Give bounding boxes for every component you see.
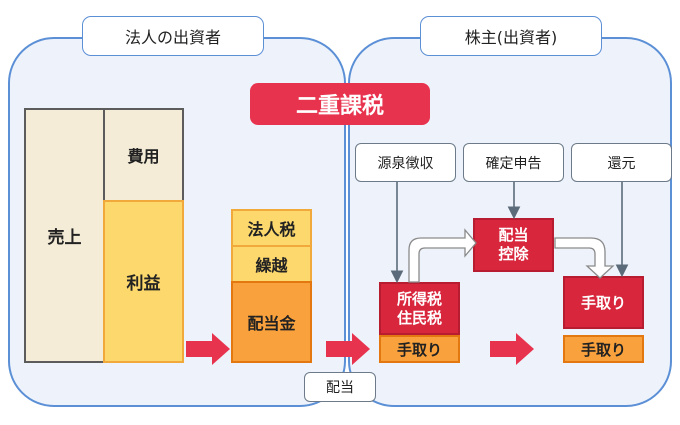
curved-arrow-to-deduction [408,228,477,283]
red-arrow-1 [186,333,230,365]
double-taxation-banner: 二重課税 [250,83,430,125]
shareholder-title: 株主(出資者) [420,16,602,56]
income-residence-tax-box: 所得税 住民税 [379,282,460,335]
residence-tax-line: 住民税 [396,308,442,327]
corporate-investor-title: 法人の出資者 [82,16,264,56]
income-tax-line: 所得税 [396,289,442,308]
take-home-box-2: 手取り [563,276,644,329]
profit-box: 利益 [103,200,184,363]
withholding-label: 源泉徴収 [355,143,456,182]
refund-label: 還元 [571,143,672,182]
red-arrow-2 [326,333,370,365]
dividend-deduction-line-1: 配当 [498,226,529,245]
curved-arrow-to-take-home [554,237,615,279]
tax-return-label: 確定申告 [463,143,564,182]
dividend-deduction-line-2: 控除 [498,245,529,263]
dividend-amount-box: 配当金 [231,281,312,363]
take-home-box-1: 手取り [379,335,460,363]
red-arrow-3 [490,333,534,365]
dividend-tag: 配当 [304,372,376,402]
carryover-box: 繰越 [231,245,312,283]
dividend-deduction-box: 配当 控除 [473,218,554,272]
take-home-box-3: 手取り [563,335,644,363]
corporate-tax-box: 法人税 [231,209,312,247]
